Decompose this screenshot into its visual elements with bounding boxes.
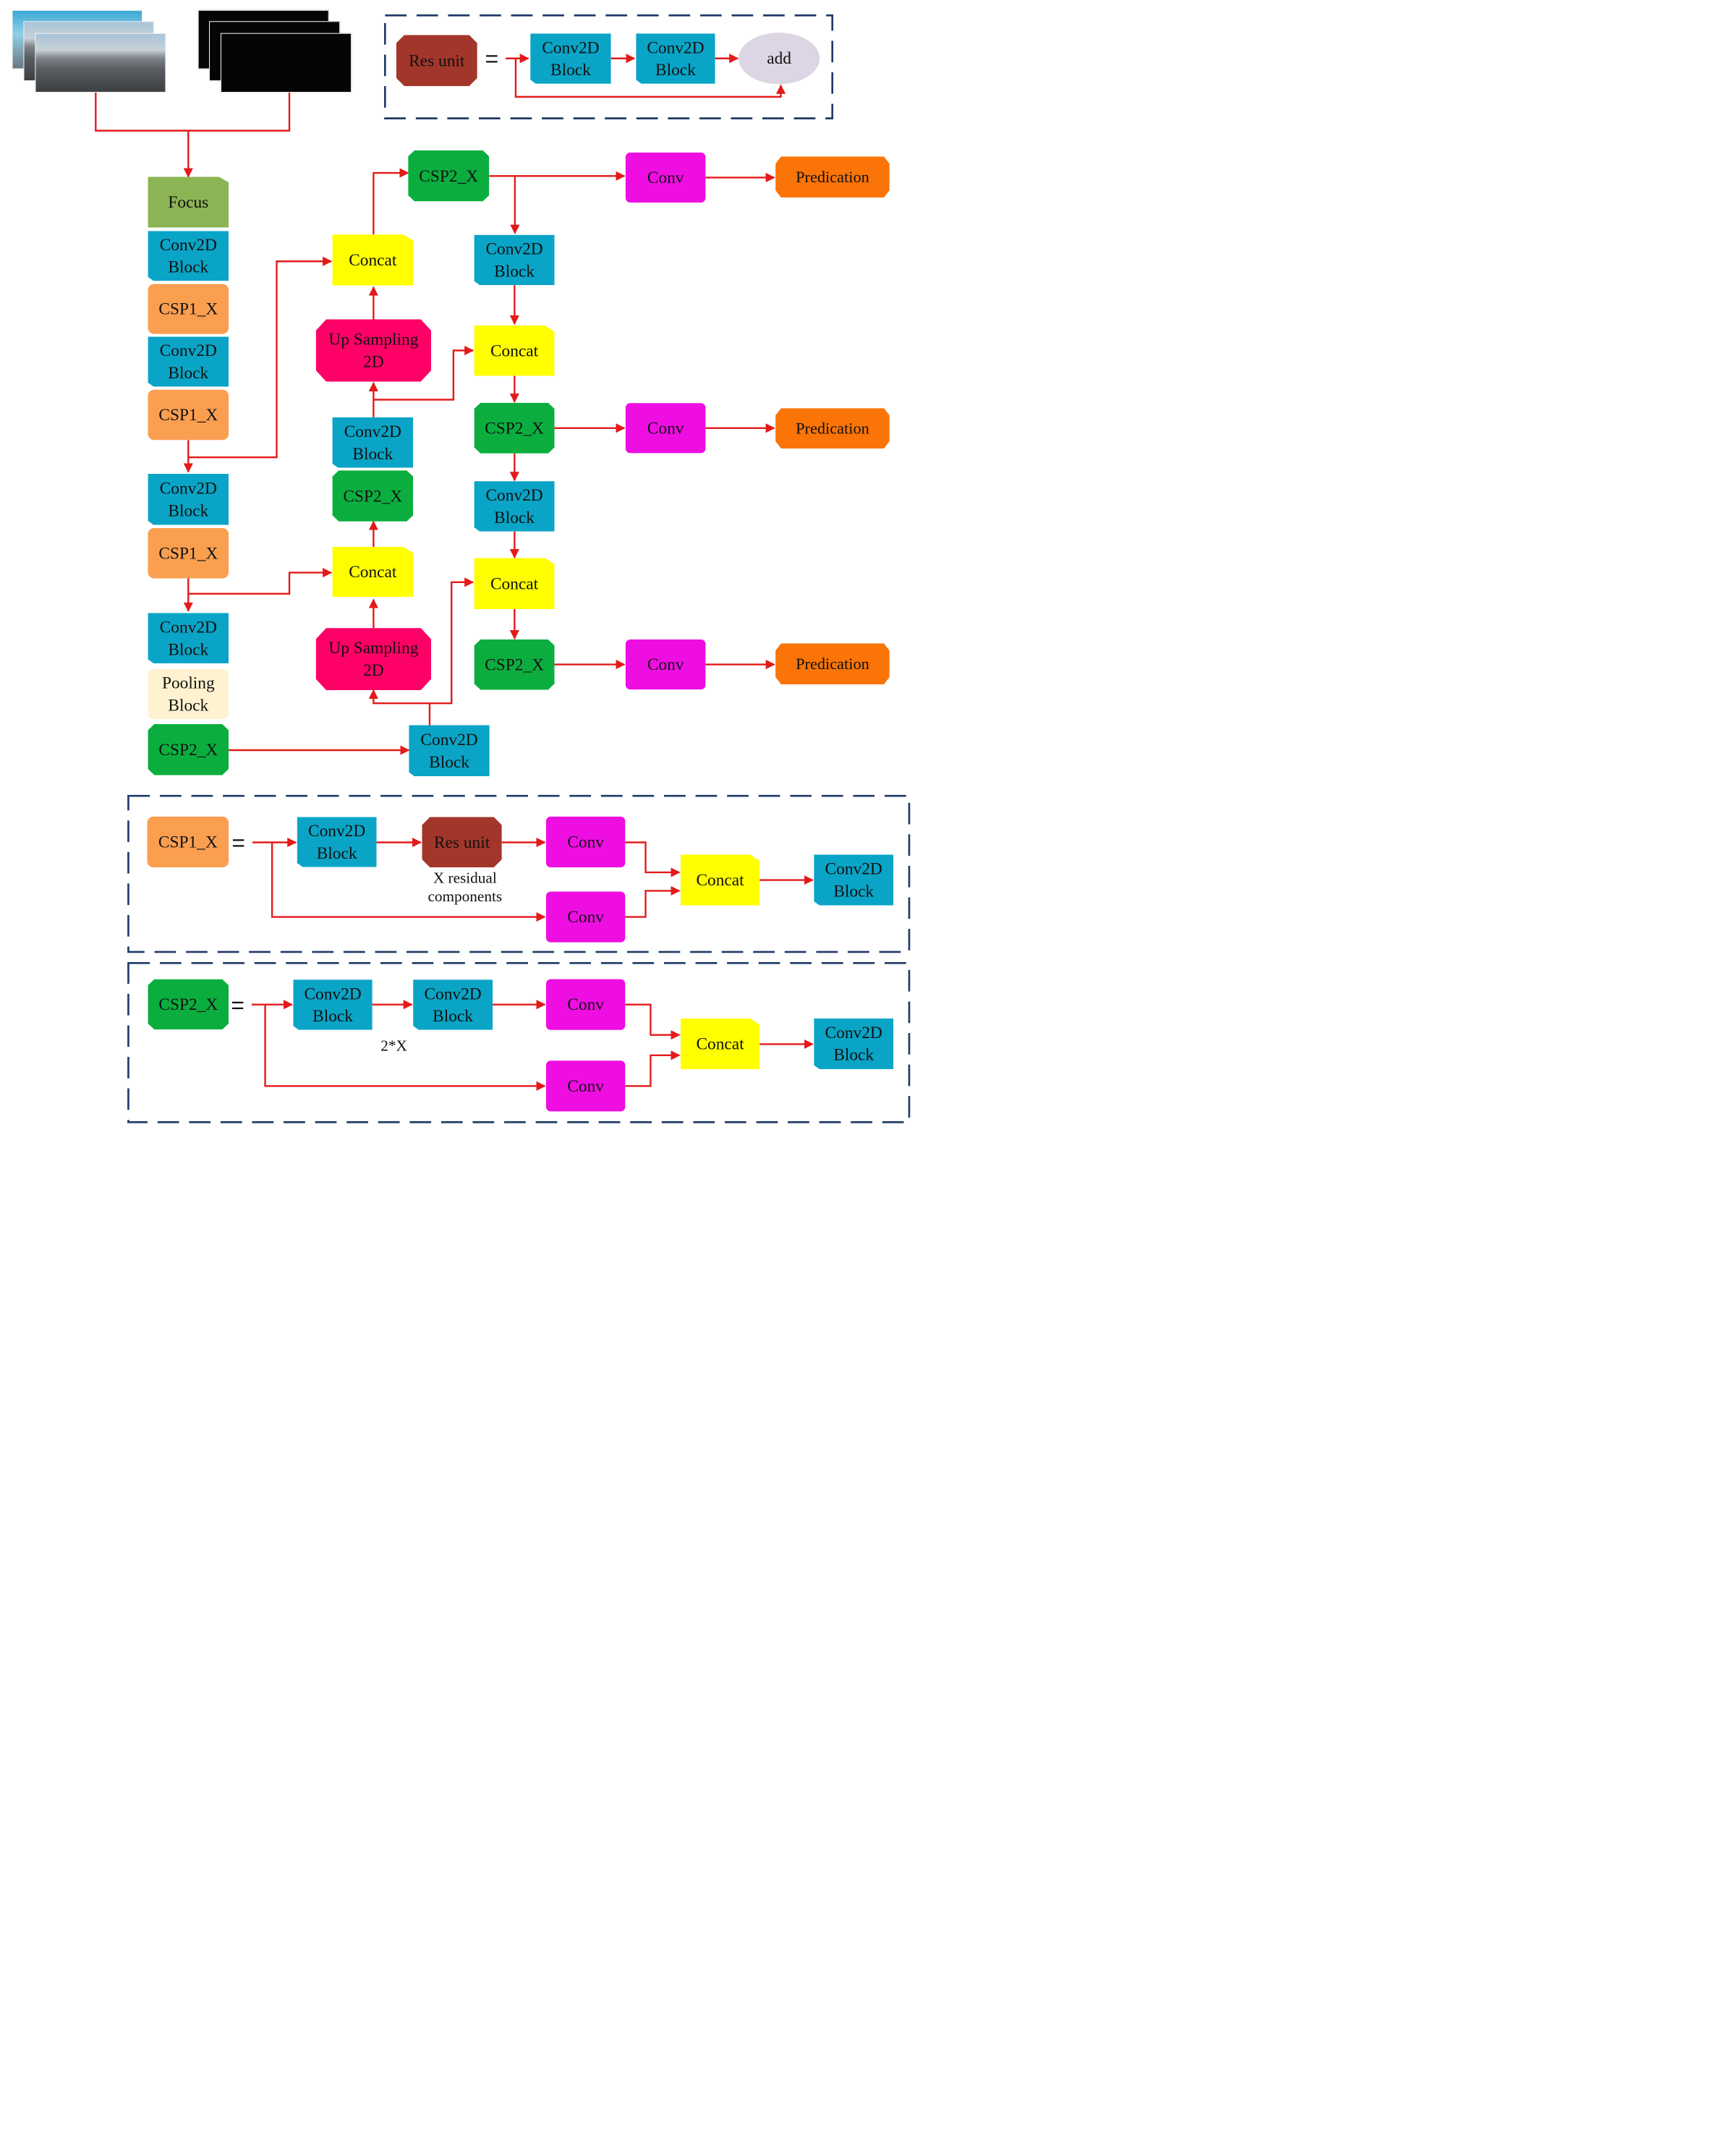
- head-conv-top: Conv: [625, 152, 706, 203]
- connector-layer: [95, 14, 911, 1123]
- neck-concat-right-lower: Concat: [474, 558, 555, 610]
- backbone-csp1-block-3: CSP1_X: [148, 527, 229, 579]
- neck-csp2-block-top: CSP2_X: [408, 150, 490, 202]
- neck-csp2-block-middle: CSP2_X: [474, 402, 555, 454]
- dashed-frames: [127, 14, 911, 1123]
- csp2-conv-upper: Conv: [545, 979, 626, 1030]
- csp1-res-unit-block: Res unit: [422, 817, 502, 868]
- neck-csp2-block-left: CSP2_X: [332, 470, 414, 522]
- csp2-concat: Concat: [680, 1018, 760, 1069]
- neck-concat-upper-left: Concat: [332, 234, 414, 286]
- predication-middle: Predication: [775, 408, 890, 449]
- predication-top: Predication: [775, 156, 890, 198]
- backbone-csp1-block-2: CSP1_X: [148, 389, 229, 441]
- csp2-equals: =: [231, 992, 244, 1019]
- backbone-csp1-block-1: CSP1_X: [148, 284, 229, 334]
- backbone-csp2-block: CSP2_X: [148, 723, 229, 775]
- csp1-definition-frame: [127, 794, 911, 953]
- res-unit-legend-block: Res unit: [396, 35, 477, 86]
- csp1-equals: =: [231, 830, 245, 856]
- head-conv-bottom: Conv: [625, 639, 706, 690]
- res-unit-add-node: add: [739, 33, 820, 85]
- neck-concat-lower-left: Concat: [332, 546, 414, 598]
- arrows: [95, 54, 814, 1091]
- neck-csp2-block-bottom: CSP2_X: [474, 639, 555, 690]
- two-x-label: 2*X: [380, 1037, 407, 1055]
- csp2-definition-frame: [127, 961, 911, 1123]
- neck-concat-right-upper: Concat: [474, 325, 555, 376]
- csp2-conv-lower: Conv: [545, 1060, 626, 1112]
- csp1-conv-upper: Conv: [545, 816, 626, 868]
- csp1-conv-lower: Conv: [545, 891, 626, 943]
- res-unit-equals: =: [485, 46, 499, 72]
- predication-bottom: Predication: [775, 643, 890, 685]
- rgb-frame-front: [35, 33, 166, 93]
- edge-frame-front: [220, 33, 352, 93]
- head-conv-middle: Conv: [625, 403, 706, 454]
- csp1-legend-block: CSP1_X: [147, 816, 229, 868]
- focus-block: Focus: [148, 177, 229, 228]
- csp2-legend-block: CSP2_X: [148, 979, 229, 1030]
- csp1-concat: Concat: [680, 854, 760, 906]
- res-unit-definition-frame: [383, 14, 834, 119]
